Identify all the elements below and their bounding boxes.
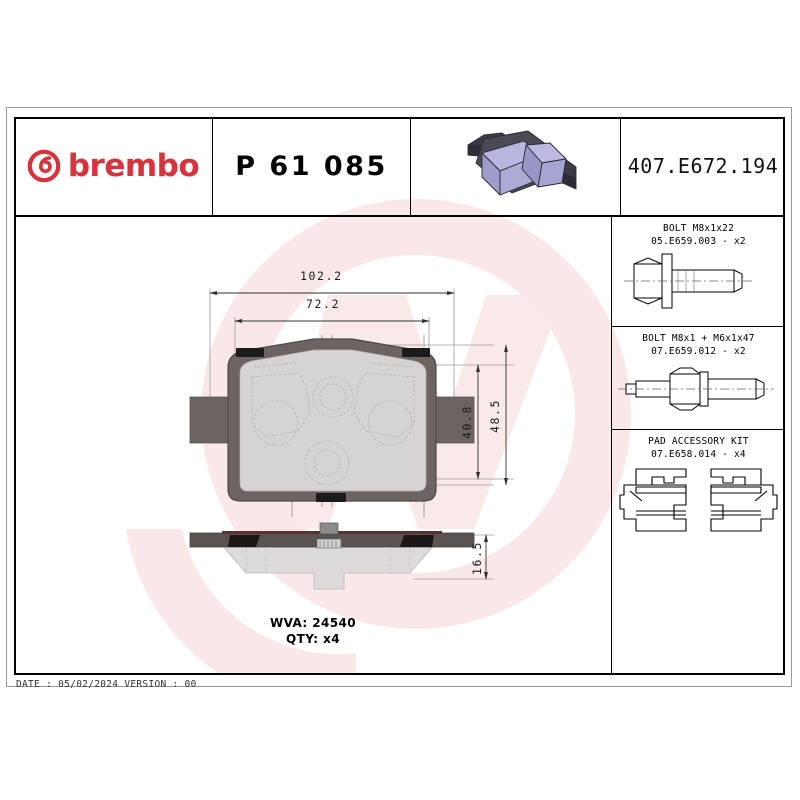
- pad-code-cell: P 61 085: [213, 117, 411, 215]
- guide-pin-bolt-icon: [618, 367, 774, 411]
- accessory-part-number: 05.E659.003 - x2: [651, 235, 746, 247]
- accessory-title: PAD ACCESSORY KIT: [648, 436, 749, 447]
- wva-label: WVA:: [270, 616, 308, 630]
- reference-code: 407.E672.194: [627, 154, 779, 178]
- brembo-logo: brembo: [27, 148, 200, 184]
- pad-code: P 61 085: [235, 150, 388, 182]
- accessory-art: [612, 248, 785, 314]
- drawing-border: [14, 117, 785, 675]
- accessory-title: BOLT M8x1 + M6x1x47: [642, 333, 755, 344]
- wva-value: 24540: [312, 616, 356, 630]
- spec-row-wva: WVA: 24540: [14, 615, 612, 631]
- qty-label: QTY:: [286, 632, 319, 646]
- dimension-overall-height: 48.5: [488, 398, 503, 434]
- dimension-friction-height: 40.8: [460, 404, 475, 440]
- main-drawing-area: 102.2 72.2 40.8 48.5 16.5 WVA: 24540 QTY…: [14, 217, 612, 675]
- spec-block: WVA: 24540 QTY: x4: [14, 615, 612, 647]
- footer-meta: DATE : 05/02/2024 VERSION : 00: [16, 679, 197, 690]
- brembo-mark-icon: [27, 149, 61, 183]
- accessory-pad-kit: PAD ACCESSORY KIT 07.E658.014 - x4: [612, 430, 785, 555]
- dimension-thickness: 16.5: [470, 540, 485, 576]
- accessory-part-number: 07.E658.014 - x4: [651, 448, 746, 460]
- accessory-column: BOLT M8x1x22 05.E659.003 - x2: [612, 217, 785, 675]
- header-band: brembo P 61 085: [14, 117, 785, 217]
- pad-clip-pair-icon: [619, 468, 778, 532]
- dimension-overall-width: 102.2: [300, 269, 343, 283]
- qty-value: x4: [323, 632, 340, 646]
- spec-row-qty: QTY: x4: [14, 631, 612, 647]
- brake-pad-3d-icon: [467, 130, 576, 196]
- accessory-part-number: 07.E659.012 - x2: [651, 345, 746, 357]
- product-thumbnail-cell: [411, 117, 621, 215]
- pad-top-view: [189, 338, 475, 502]
- page-outer-frame: [6, 107, 792, 687]
- accessory-bolt-m8x1-m6x1x47: BOLT M8x1 + M6x1x47 07.E659.012 - x2: [612, 327, 785, 430]
- reference-code-cell: 407.E672.194: [621, 117, 785, 215]
- accessory-title: BOLT M8x1x22: [662, 223, 735, 234]
- hex-flange-bolt-icon: [624, 253, 752, 309]
- brand-logo-cell: brembo: [14, 117, 213, 215]
- dimension-friction-width: 72.2: [306, 297, 341, 311]
- accessory-art: [612, 358, 785, 420]
- brembo-wordmark: brembo: [67, 148, 200, 184]
- accessory-bolt-m8x1x22: BOLT M8x1x22 05.E659.003 - x2: [612, 217, 785, 327]
- accessory-art: [612, 461, 785, 539]
